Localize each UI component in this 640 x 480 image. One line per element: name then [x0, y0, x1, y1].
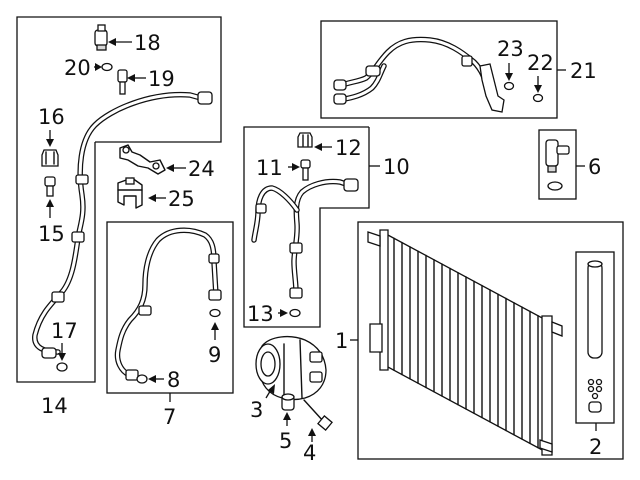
- callout-5: 5: [279, 429, 292, 453]
- callout-19: 19: [148, 67, 175, 91]
- callout-6: 6: [588, 155, 601, 179]
- o-ring-icon: [101, 62, 113, 72]
- callout-15: 15: [38, 222, 65, 246]
- o-ring-icon: [136, 374, 148, 384]
- valve-core-icon: [44, 176, 56, 197]
- a-c-line-icon: [251, 178, 359, 299]
- callout-9: 9: [208, 343, 221, 367]
- a-c-line-icon: [114, 227, 222, 381]
- group-6-box: [538, 129, 577, 200]
- callout-11: 11: [256, 156, 283, 180]
- callout-7: 7: [163, 405, 176, 429]
- callout-12: 12: [335, 136, 362, 160]
- o-ring-icon: [503, 81, 515, 91]
- valve-core-icon: [117, 69, 128, 95]
- callout-17: 17: [51, 319, 78, 343]
- bracket-icon: [117, 177, 143, 209]
- o-ring-icon: [532, 93, 544, 103]
- group-10-box: [243, 126, 370, 328]
- callout-16: 16: [38, 105, 65, 129]
- callout-2: 2: [589, 435, 602, 459]
- group-21-box: [320, 20, 558, 119]
- callout-14: 14: [41, 394, 68, 418]
- o-ring-icon: [209, 308, 221, 318]
- callout-22: 22: [527, 51, 554, 75]
- callout-3: 3: [250, 398, 263, 422]
- receiver-drier-icon: [587, 260, 603, 413]
- bolt-icon: [303, 399, 333, 431]
- pressure-switch-icon: [545, 139, 570, 191]
- o-ring-icon: [289, 308, 301, 318]
- pressure-switch-icon: [94, 24, 108, 51]
- o-ring-icon: [56, 362, 68, 372]
- callout-10: 10: [383, 155, 410, 179]
- callout-labels: 1 2 3 4 5 6 7 8 9 10 11 12 13 14 15 16 1…: [38, 31, 602, 465]
- a-c-line-icon: [32, 91, 213, 359]
- valve-core-icon: [300, 159, 311, 181]
- callout-21: 21: [570, 59, 597, 83]
- callout-8: 8: [167, 368, 180, 392]
- callout-20: 20: [64, 56, 91, 80]
- callout-18: 18: [134, 31, 161, 55]
- callout-13: 13: [247, 302, 274, 326]
- a-c-line-icon: [333, 36, 505, 113]
- group-2-box: [575, 251, 615, 424]
- cap-icon: [41, 149, 59, 167]
- bushing-icon: [281, 393, 295, 411]
- callout-4: 4: [303, 441, 316, 465]
- compressor-icon: [255, 335, 327, 401]
- group-14-box: [16, 16, 222, 383]
- bracket-icon: [119, 144, 166, 175]
- condenser-icon: [367, 229, 563, 456]
- callout-23: 23: [497, 37, 524, 61]
- cap-icon: [297, 132, 313, 148]
- callout-1: 1: [335, 329, 348, 353]
- callout-24: 24: [188, 157, 215, 181]
- callout-25: 25: [168, 187, 195, 211]
